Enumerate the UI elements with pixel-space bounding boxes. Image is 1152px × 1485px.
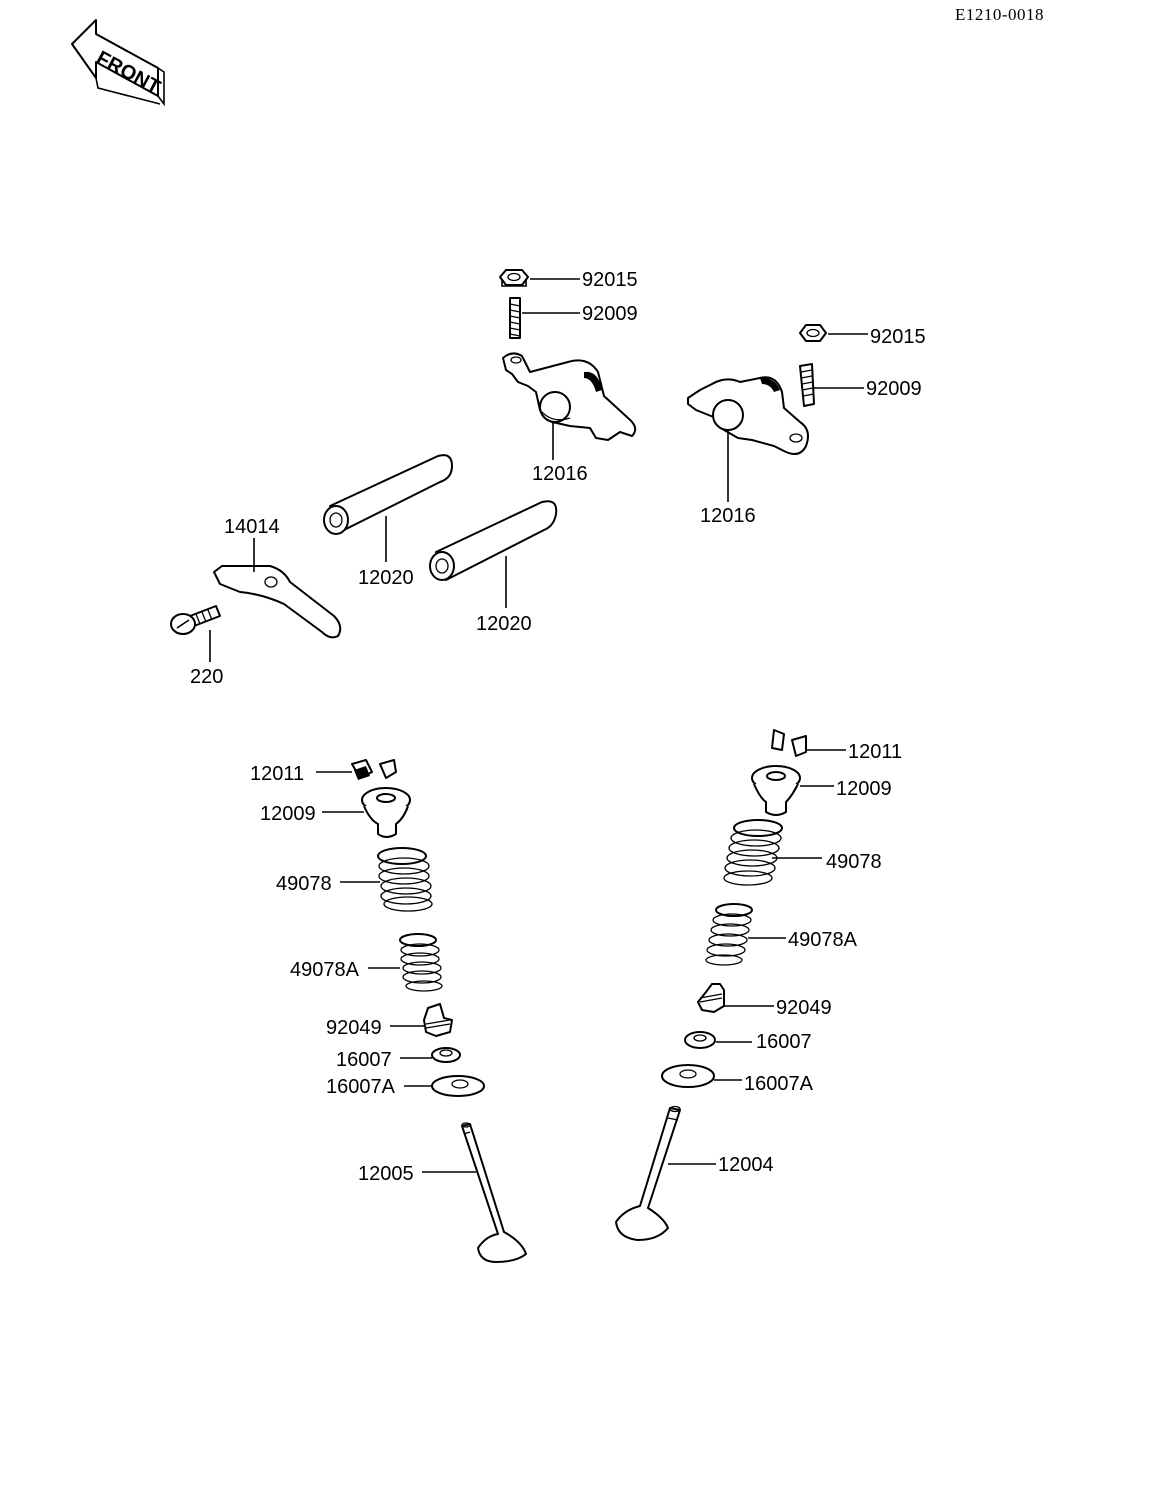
callout-14014: 14014: [224, 516, 280, 538]
right-keeper-12011: [771, 729, 807, 757]
nut-92015-b: [799, 324, 827, 342]
right-inner-spring-49078A: [705, 903, 753, 966]
right-seal-92049: [697, 983, 725, 1013]
callout-left-12005: 12005: [358, 1163, 414, 1185]
stud-92009-b: [799, 363, 815, 407]
right-valve-12004: [615, 1105, 681, 1241]
left-outer-spring-49078: [377, 847, 433, 912]
callout-left-16007: 16007: [336, 1049, 392, 1071]
callout-left-16007A: 16007A: [326, 1076, 396, 1098]
callout-left-49078A: 49078A: [290, 959, 360, 981]
callout-92015-a: 92015: [582, 269, 638, 291]
callout-12016-a: 12016: [532, 463, 588, 485]
callout-220: 220: [190, 666, 223, 688]
callout-left-12009: 12009: [260, 803, 316, 825]
left-seat-16007: [431, 1047, 461, 1063]
callout-labels: 92015 92009 12016 92015 92009 12016 1202…: [190, 269, 926, 1185]
plate-14014: [213, 565, 342, 639]
callout-left-49078: 49078: [276, 873, 332, 895]
callout-right-49078: 49078: [826, 851, 882, 873]
front-arrow-icon: FRONT: [71, 19, 165, 107]
callout-right-16007: 16007: [756, 1031, 812, 1053]
callout-right-92049: 92049: [776, 997, 832, 1019]
callout-12016-b: 12016: [700, 505, 756, 527]
rocker-shaft-12020-b: [429, 500, 558, 581]
callout-92009-a: 92009: [582, 303, 638, 325]
left-retainer-12009: [361, 787, 411, 838]
rocker-arm-12016-a: [502, 352, 637, 441]
callout-right-49078A: 49078A: [788, 929, 858, 951]
left-inner-spring-49078A: [399, 933, 443, 992]
right-outer-spring-49078: [723, 819, 783, 886]
left-seal-92049: [423, 1003, 453, 1037]
right-seat-16007: [684, 1031, 716, 1049]
left-seat-16007A: [431, 1075, 485, 1097]
callout-left-12011: 12011: [250, 763, 304, 785]
reference-code: E1210-0018: [955, 5, 1044, 24]
callout-12020-a: 12020: [358, 567, 414, 589]
callout-right-16007A: 16007A: [744, 1073, 814, 1095]
left-valve-12005: [461, 1122, 527, 1263]
right-retainer-12009: [751, 765, 801, 816]
rocker-shaft-12020-a: [323, 454, 453, 535]
screw-220: [170, 605, 221, 635]
left-keeper-12011: [351, 759, 397, 780]
callout-92015-b: 92015: [870, 326, 926, 348]
nut-92015-a: [499, 269, 529, 287]
callout-left-92049: 92049: [326, 1017, 382, 1039]
leader-lines: [209, 278, 868, 1173]
right-seat-16007A: [661, 1064, 715, 1088]
stud-92009-a: [509, 297, 521, 339]
callout-right-12011: 12011: [848, 741, 902, 763]
callout-92009-b: 92009: [866, 378, 922, 400]
callout-12020-b: 12020: [476, 613, 532, 635]
callout-right-12004: 12004: [718, 1154, 774, 1176]
rocker-arm-12016-b: [687, 376, 809, 455]
callout-right-12009: 12009: [836, 778, 892, 800]
